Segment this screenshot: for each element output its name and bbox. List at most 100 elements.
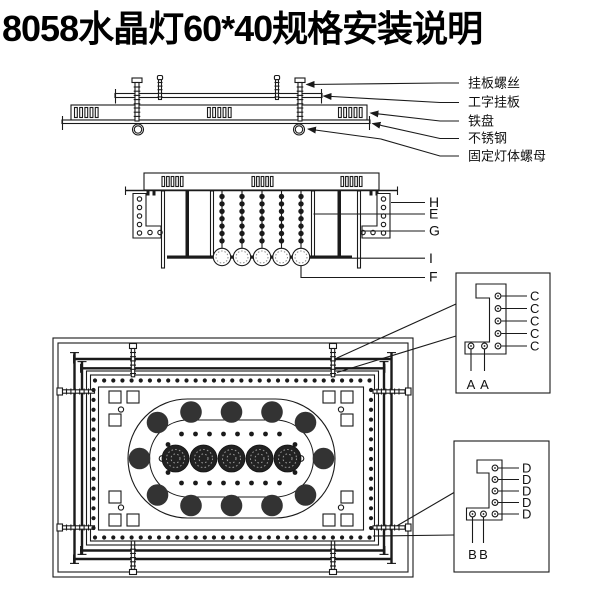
crystal-bead [239,193,245,200]
crystal-ball-position [220,401,243,423]
inner-dot [221,480,226,486]
crystal-bead [278,193,285,200]
corner-ornament-square [340,413,354,427]
rim-dot [368,496,374,501]
crystal-bead [219,230,225,237]
rim-dot [147,378,152,383]
screw-label: B [468,547,477,562]
center-crystal-ball [273,444,302,473]
vent-slot [353,106,358,119]
inner-dot [263,431,268,437]
bracket-hole [370,229,376,236]
crystal-bead [259,193,265,200]
rim-dot [368,447,374,452]
callout-letter: E [429,206,438,222]
fixing-nut-inner [294,125,304,134]
rim-dot [111,378,116,383]
rim-dot [368,516,374,521]
bracket-hole-center [497,307,499,310]
bracket-hole-center [497,332,499,335]
mount-stub [146,191,150,196]
frame-screw-head [128,342,138,350]
bracket-hole-center [494,467,496,469]
rim-dot [266,535,271,540]
crystal-ball-position [294,411,317,434]
outer-oval-ring [127,398,336,519]
crystal-ball-position [146,484,169,506]
rim-dot [239,535,244,540]
vent-slot [269,175,274,188]
rim-dot [129,378,134,383]
rim-dot [91,407,96,412]
bracket-hole [136,196,143,202]
inner-dot [292,442,298,447]
bracket-hole-center [497,320,499,322]
inner-dot [207,480,212,486]
plate-frame [85,370,380,546]
hole-label: C [530,313,539,328]
crystal-ball-facets [170,453,181,464]
inner-dot [263,480,268,486]
vent-slot [337,106,342,119]
leader-line [322,92,459,104]
crystal-ball-facets [278,449,297,468]
frame-screw-shaft [61,525,96,530]
crystal-bead [239,216,245,222]
crystal-bead [219,201,225,207]
inner-dot [193,480,198,486]
rim-dot [230,378,235,383]
rim-dot [294,535,299,540]
rim-dot [202,378,207,383]
rim-dot [156,378,162,383]
detail-box-frame [455,272,551,394]
rim-dot [368,476,374,481]
frame-screw-head [404,523,412,532]
rim-dot [156,535,162,540]
rim-dot [166,378,171,383]
rim-dot [91,506,96,511]
hanging-screw-head [294,77,306,84]
end-hole [158,455,166,462]
crystal-ball-facets [235,250,249,264]
part-label: 铁盘 [468,114,494,129]
rim-dot [91,447,96,452]
vent-slot [340,175,345,188]
crystal-ball-facets [198,453,209,464]
crystal-bead [239,208,245,214]
bracket-hole-center [471,513,474,515]
rim-dot [138,535,143,540]
vent-slot [84,106,89,119]
corner-ornament-square [108,390,122,404]
rim-dot [221,535,226,540]
corner-ornament-square [108,513,122,527]
crystal-ball-position [220,494,243,517]
rim-dot [211,378,217,383]
crystal-ball-facets [254,453,265,464]
inner-dot [235,480,240,486]
center-crystal-ball [161,444,190,473]
vent-slot [343,106,348,119]
rim-dot [257,378,262,383]
crystal-bead [239,223,245,229]
rim-dot [221,378,226,383]
outer-frame [52,337,414,578]
rim-dot [248,535,253,540]
corner-ornament-circle [117,406,125,413]
hanging-screw-shaft [297,81,303,122]
crystal-ball-facets [222,449,241,468]
side-view-diagram: 挂板螺丝 工字挂板 铁盘 不锈钢 固定灯体螺母 [61,74,546,164]
frame-screw-shaft [61,389,96,394]
rim-dot [202,535,207,540]
bracket-hole [380,204,387,211]
rim-dot [368,486,374,491]
inner-dot [179,480,184,486]
crystal-bead [298,216,304,222]
rim-dot [368,466,374,471]
vent-slot [206,106,211,119]
vent-slot [166,175,170,188]
crystal-ball-position [146,411,169,434]
vent-slot [265,175,269,188]
